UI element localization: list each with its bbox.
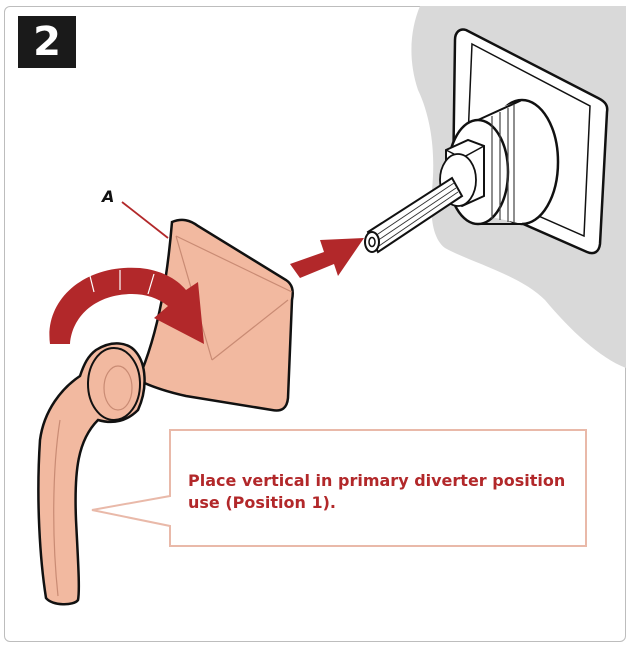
instruction-text: Place vertical in primary diverter posit… <box>188 470 580 514</box>
valve-stem <box>364 176 464 254</box>
handle-body <box>136 218 294 412</box>
instruction-line-2: use (Position 1). <box>188 493 336 512</box>
insert-arrow-icon <box>290 238 364 278</box>
instruction-line-1: Place vertical in primary diverter posit… <box>188 471 566 490</box>
label-a-leader <box>121 201 169 239</box>
instruction-callout <box>91 429 587 547</box>
step-number-badge: 2 <box>18 16 76 68</box>
rotation-arrow-icon <box>49 267 204 344</box>
lever-handle <box>37 342 146 606</box>
part-label-a: A <box>100 187 114 206</box>
